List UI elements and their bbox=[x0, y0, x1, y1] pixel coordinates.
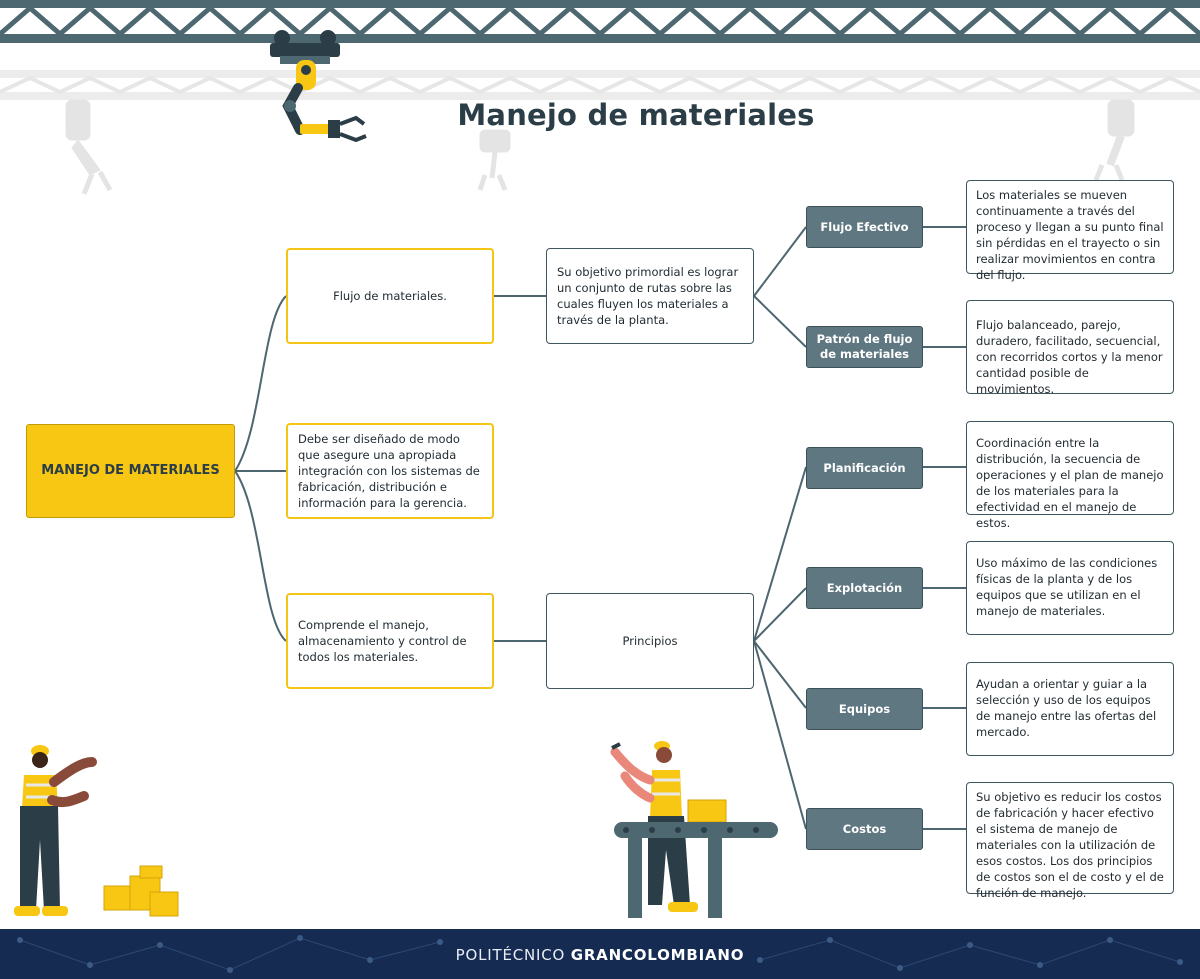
desc-planificacion: Coordinación entre la distribución, la s… bbox=[966, 421, 1174, 530]
branch-disenado-text: Debe ser diseñado de modo que asegure un… bbox=[298, 432, 480, 510]
background-truss bbox=[0, 70, 1200, 100]
yellow-boxes-illustration bbox=[103, 865, 179, 917]
page-title: Manejo de materiales bbox=[457, 98, 815, 132]
desc-flujo-efectivo: Los materiales se mueven continuamente a… bbox=[966, 180, 1174, 282]
label-equipos-text: Equipos bbox=[838, 701, 891, 716]
root-node-label: MANEJO DE MATERIALES bbox=[41, 463, 220, 478]
footer-brand: POLITÉCNICO GRANCOLOMBIANO bbox=[0, 946, 1200, 964]
desc-patron-flujo-text: Flujo balanceado, parejo, duradero, faci… bbox=[976, 318, 1163, 396]
footer-brand-light: POLITÉCNICO bbox=[455, 946, 571, 964]
branch-disenado-node: Debe ser diseñado de modo que asegure un… bbox=[286, 423, 494, 519]
objetivo-node: Su objetivo primordial es lograr un conj… bbox=[546, 248, 754, 344]
connector-lines bbox=[234, 226, 966, 830]
root-node: MANEJO DE MATERIALES bbox=[26, 424, 235, 518]
worker-gesturing-illustration bbox=[14, 745, 97, 916]
label-explotacion-text: Explotación bbox=[826, 580, 903, 595]
branch-comprende-node: Comprende el manejo, almacenamiento y co… bbox=[286, 593, 494, 689]
desc-equipos: Ayudan a orientar y guiar a la selección… bbox=[966, 662, 1174, 756]
branch-comprende-text: Comprende el manejo, almacenamiento y co… bbox=[298, 618, 467, 664]
faded-robot-arm-icon bbox=[65, 99, 1135, 195]
desc-explotacion: Uso máximo de las condiciones físicas de… bbox=[966, 541, 1174, 635]
label-planificacion-text: Planificación bbox=[823, 460, 906, 475]
label-flujo-efectivo: Flujo Efectivo bbox=[806, 206, 923, 248]
desc-equipos-text: Ayudan a orientar y guiar a la selección… bbox=[976, 677, 1157, 739]
footer-brand-bold: GRANCOLOMBIANO bbox=[570, 946, 745, 964]
desc-costos-text: Su objetivo es reducir los costos de fab… bbox=[976, 790, 1164, 900]
desc-costos: Su objetivo es reducir los costos de fab… bbox=[966, 782, 1174, 900]
label-equipos: Equipos bbox=[806, 688, 923, 730]
branch-flujo-text: Flujo de materiales. bbox=[333, 289, 447, 303]
label-costos: Costos bbox=[806, 808, 923, 850]
desc-explotacion-text: Uso máximo de las condiciones físicas de… bbox=[976, 556, 1158, 618]
robotic-arm-icon bbox=[270, 30, 367, 143]
overhead-truss bbox=[0, 0, 1200, 43]
branch-flujo-node: Flujo de materiales. bbox=[286, 248, 494, 344]
label-patron-flujo-text: Patrón de flujo de materiales bbox=[816, 332, 913, 361]
desc-patron-flujo: Flujo balanceado, parejo, duradero, faci… bbox=[966, 300, 1174, 396]
desc-planificacion-text: Coordinación entre la distribución, la s… bbox=[976, 436, 1164, 530]
desc-flujo-efectivo-text: Los materiales se mueven continuamente a… bbox=[976, 188, 1164, 282]
principios-node: Principios bbox=[546, 593, 754, 689]
footer-network-pattern bbox=[0, 929, 1200, 979]
principios-text: Principios bbox=[622, 634, 678, 648]
label-patron-flujo: Patrón de flujo de materiales bbox=[806, 326, 923, 368]
label-planificacion: Planificación bbox=[806, 447, 923, 489]
objetivo-text: Su objetivo primordial es lograr un conj… bbox=[557, 265, 739, 327]
label-costos-text: Costos bbox=[842, 821, 887, 836]
label-flujo-efectivo-text: Flujo Efectivo bbox=[820, 219, 909, 234]
worker-conveyor-illustration bbox=[610, 741, 778, 918]
label-explotacion: Explotación bbox=[806, 567, 923, 609]
